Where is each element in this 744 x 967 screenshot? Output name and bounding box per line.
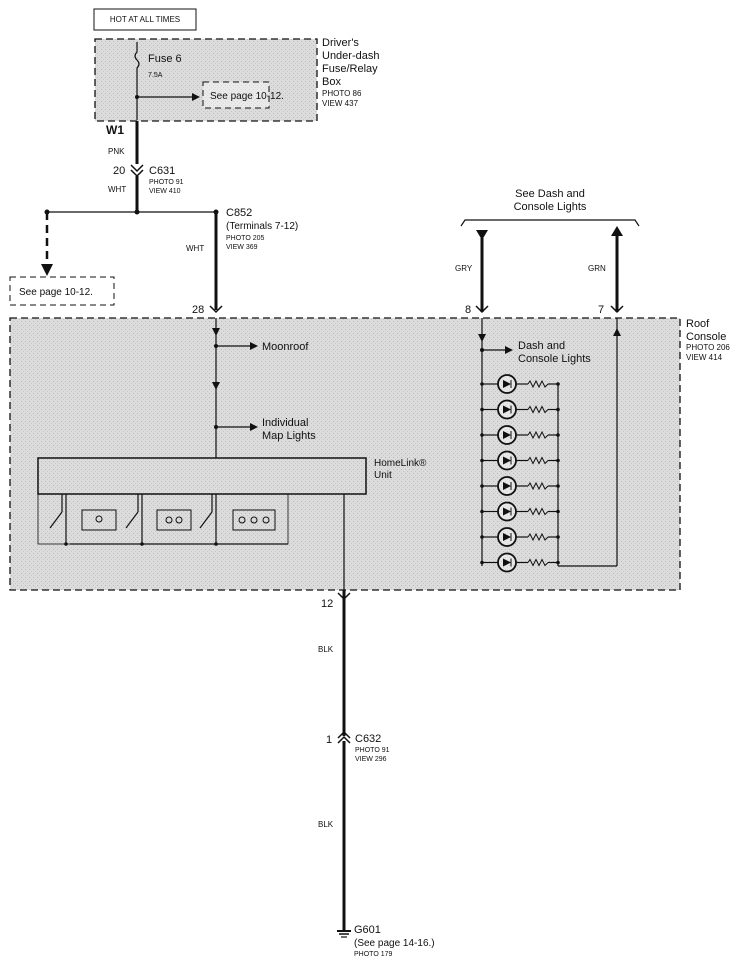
fuse-box-view: VIEW 437 (322, 99, 359, 108)
gry-wire (475, 230, 489, 314)
c632-name: C632 (355, 733, 381, 745)
g601-photo: PHOTO 179 (354, 951, 392, 958)
c632-upper-pin: 12 (321, 598, 333, 610)
dash-lights-line2: Console Lights (518, 353, 591, 365)
c631-photo: PHOTO 91 (149, 179, 184, 186)
map-lights-line1: Individual (262, 417, 308, 429)
homelink-unit (37, 457, 367, 495)
left-branch: See page 10-12. (9, 212, 115, 306)
g601-ref-link[interactable]: (See page 14-16.) (354, 938, 435, 949)
led-icon (480, 476, 560, 496)
map-lights-line2: Map Lights (262, 430, 316, 442)
fuse-box-photo: PHOTO 86 (322, 89, 362, 98)
gry-wire-color: GRY (455, 264, 473, 273)
c631-name: C631 (149, 165, 175, 177)
hot-at-all-times-label: HOT AT ALL TIMES (110, 15, 180, 24)
arrow-up-icon (611, 226, 623, 236)
c852-view: VIEW 369 (226, 244, 258, 251)
c632-lower-wire-color: BLK (318, 820, 334, 829)
led-icon (480, 374, 560, 394)
fuse-box-name-line1: Driver's (322, 37, 359, 49)
grn-pin: 7 (598, 304, 604, 316)
dash-ref-line2: Console Lights (514, 201, 587, 213)
grn-wire-color: GRN (588, 264, 606, 273)
moonroof-label: Moonroof (262, 341, 309, 353)
dash-lights-line1: Dash and (518, 340, 565, 352)
ground-icon (337, 930, 351, 938)
dash-lights-ref-bracket: See Dash and Console Lights (460, 188, 640, 227)
homelink-button-1 (81, 509, 117, 531)
fuse-label: Fuse 6 (148, 53, 182, 65)
connector-c852-icon (209, 305, 223, 314)
main-feed-wire (130, 121, 144, 212)
roof-console (9, 317, 681, 591)
c632-view: VIEW 296 (355, 756, 387, 763)
c631-wire-color: WHT (108, 185, 126, 194)
fuse-icon (134, 42, 140, 120)
c632-photo: PHOTO 91 (355, 747, 390, 754)
led-icon (480, 425, 560, 445)
fuse-relay-box: Fuse 6 7.5A See page 10-12. (94, 38, 318, 122)
c852-wire-color: WHT (186, 244, 204, 253)
led-icon (480, 552, 560, 573)
hot-at-all-times-box: HOT AT ALL TIMES (93, 8, 197, 31)
w1-wire-color: PNK (108, 147, 125, 156)
g601-name: G601 (354, 924, 381, 936)
left-branch-ref-link[interactable]: See page 10-12. (19, 287, 93, 298)
homelink-button-2 (156, 509, 192, 531)
fuse-box-name-line3: Fuse/Relay (322, 63, 378, 75)
c632-upper-wire-color: BLK (318, 645, 334, 654)
c631-view: VIEW 410 (149, 188, 181, 195)
grn-wire (610, 226, 624, 314)
arrow-right-icon (250, 423, 258, 431)
led-icon (480, 527, 560, 547)
w1-terminal: W1 (106, 123, 124, 137)
led-icon (480, 450, 560, 471)
roof-console-view: VIEW 414 (686, 353, 723, 362)
c852-terminals: (Terminals 7-12) (226, 221, 298, 232)
gry-pin: 8 (465, 304, 471, 316)
arrow-right-icon (505, 346, 513, 354)
c632-pin: 1 (326, 734, 332, 746)
c852-name: C852 (226, 207, 252, 219)
c852-pin: 28 (192, 304, 204, 316)
fuse-box-ref-link[interactable]: See page 10-12. (210, 91, 284, 102)
dash-ref-line1: See Dash and (515, 188, 585, 200)
fuse-rating: 7.5A (148, 72, 163, 79)
led-icon (480, 399, 560, 420)
roof-console-name-line2: Console (686, 331, 726, 343)
arrow-right-icon (192, 93, 200, 101)
arrow-right-icon (250, 342, 258, 350)
connector-c632-icon (337, 730, 351, 739)
c631-pin: 20 (113, 165, 125, 177)
led-icon (480, 501, 560, 522)
roof-console-photo: PHOTO 206 (686, 343, 730, 352)
roof-console-name-line1: Roof (686, 318, 710, 330)
homelink-label-line1: HomeLink® (374, 458, 427, 469)
homelink-switches (49, 494, 288, 545)
homelink-label-line2: Unit (374, 470, 392, 481)
connector-c631-icon (130, 164, 144, 173)
led-stack (480, 374, 560, 573)
fuse-box-name-line4: Box (322, 76, 341, 88)
c852-photo: PHOTO 205 (226, 235, 264, 242)
arrow-down-icon (476, 230, 488, 240)
fuse-box-name-line2: Under-dash (322, 50, 379, 62)
homelink-button-3 (232, 509, 276, 531)
ground-wire (337, 590, 351, 930)
arrow-down-icon (41, 264, 53, 276)
